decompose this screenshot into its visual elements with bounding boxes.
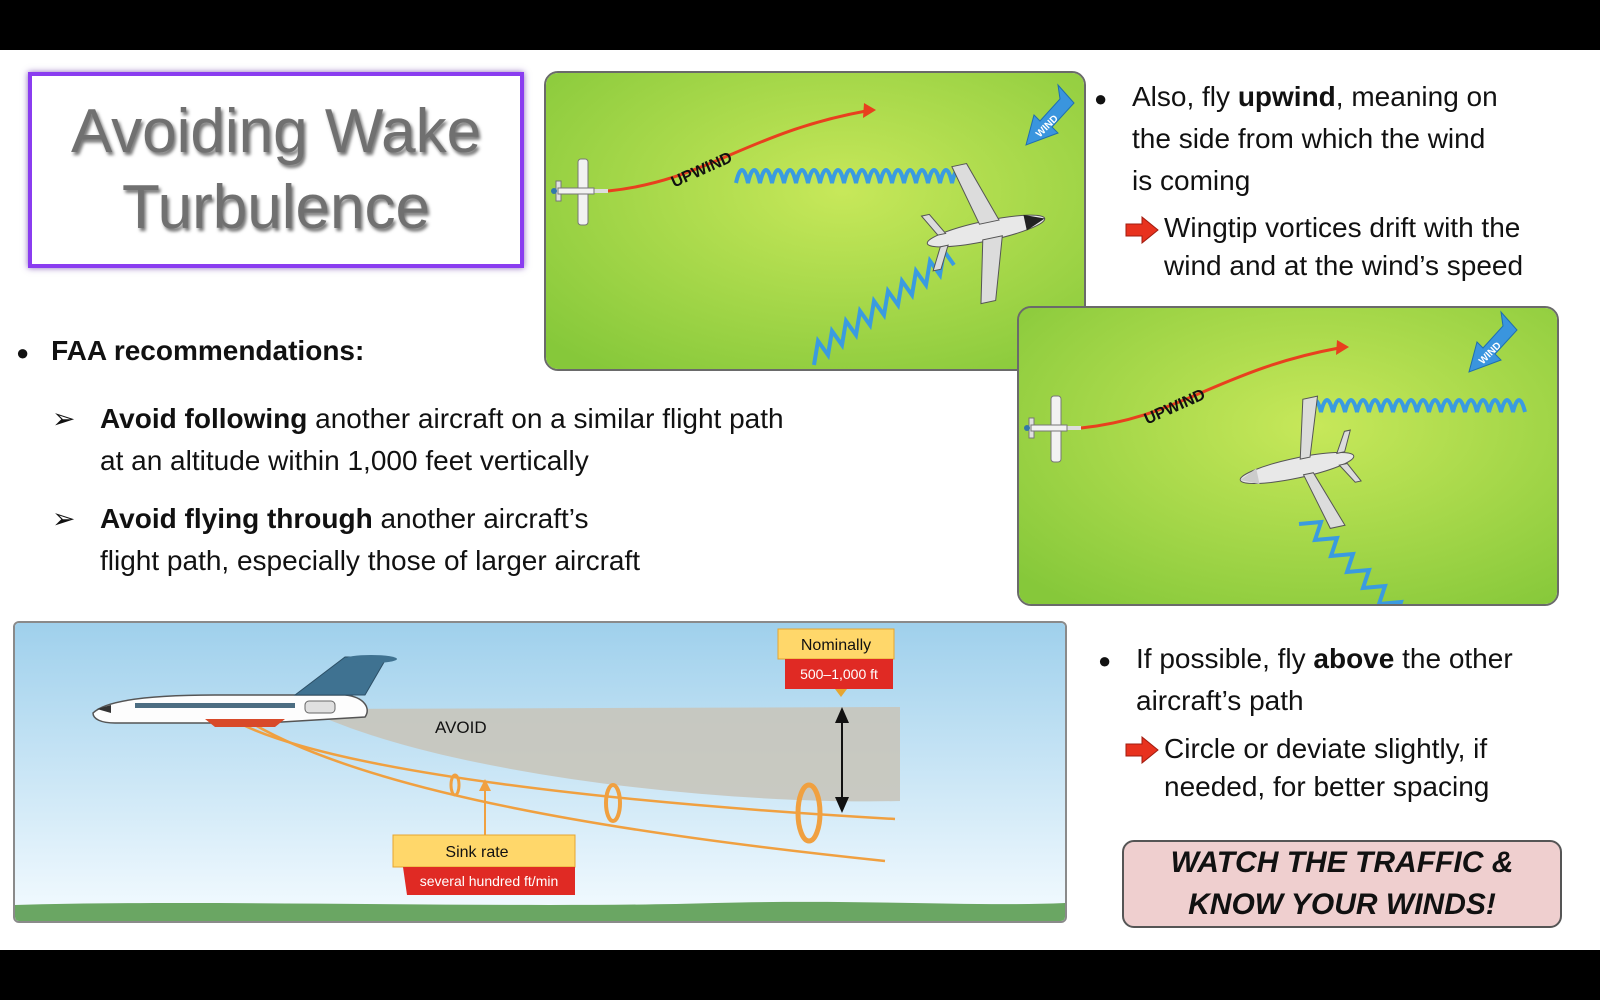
upwind-diagram-1-svg: UPWIND <box>546 73 1084 369</box>
airliner-icon <box>920 163 1046 305</box>
vortex-ring-medium <box>604 783 622 823</box>
faa-item-2: ➢ <box>52 498 75 540</box>
upwind-sub: Wingtip vortices drift with the wind and… <box>1164 209 1523 285</box>
sink-label: Sink rate <box>445 844 508 861</box>
above-pre: If possible, fly <box>1136 643 1314 674</box>
arrowhead-bullet-icon: ➢ <box>52 503 76 534</box>
avoid-label: AVOID <box>435 718 487 737</box>
upwind-text: Also, fly upwind, meaning on the side fr… <box>1132 76 1498 202</box>
nominally-value: 500–1,000 ft <box>800 666 878 682</box>
upwind-diagram-2: UPWIND WIND <box>1017 306 1559 606</box>
upwind-sub-line1: Wingtip vortices drift with the <box>1164 212 1521 243</box>
callout-line1: WATCH THE TRAFFIC & <box>1170 846 1514 879</box>
small-aircraft-icon <box>551 158 608 226</box>
vortex-ring-small <box>449 773 461 797</box>
upwind-line2: the side from which the wind <box>1132 123 1486 154</box>
lower-vortex <box>812 245 956 366</box>
above-text: If possible, fly above the other aircraf… <box>1136 638 1513 722</box>
sink-value: several hundred ft/min <box>420 873 559 889</box>
small-aircraft-icon <box>1024 395 1081 463</box>
red-arrow-icon <box>1125 736 1159 764</box>
red-arrow-icon <box>1125 216 1159 244</box>
lower-vortex <box>1298 519 1404 604</box>
upwind-post: , meaning on <box>1335 81 1498 112</box>
above-bold: above <box>1313 643 1395 674</box>
bullet-dot-icon: ● <box>16 340 30 365</box>
bullet-dot-icon: ● <box>1094 86 1108 111</box>
above-line2: aircraft’s path <box>1136 685 1304 716</box>
faa-item-2-text: Avoid flying through another aircraft’s … <box>100 498 640 582</box>
faa-item-2-bold: Avoid flying through <box>100 503 373 534</box>
nominally-label: Nominally <box>801 637 871 654</box>
arrow-up-icon <box>835 707 849 723</box>
above-post: the other <box>1394 643 1513 674</box>
upwind-diagram-2-svg: UPWIND WIND <box>1019 308 1557 604</box>
title-line-1: Avoiding Wake <box>70 97 482 166</box>
vortex-ring-large <box>795 782 823 844</box>
faa-heading: FAA recommendations: <box>51 335 365 366</box>
sink-callout: Sink rate several hundred ft/min <box>392 834 576 895</box>
callout-box: WATCH THE TRAFFIC & KNOW YOUR WINDS! <box>1122 840 1562 928</box>
upwind-diagram-1: UPWIND <box>544 71 1086 371</box>
callout-line2: KNOW YOUR WINDS! <box>1188 888 1496 921</box>
airliner-icon <box>1239 395 1362 529</box>
avoid-zone <box>305 707 900 802</box>
faa-item-1: ➢ <box>52 398 75 440</box>
above-sub-line2: needed, for better spacing <box>1164 771 1490 802</box>
path-arrowhead-icon <box>1336 340 1349 355</box>
faa-item-2-rest: another aircraft’s <box>372 503 589 534</box>
nominally-callout: Nominally 500–1,000 ft <box>777 628 895 697</box>
upwind-path <box>607 109 867 193</box>
upper-vortex <box>1307 398 1527 413</box>
upwind-pre: Also, fly <box>1132 81 1238 112</box>
faa-item-1-bold: Avoid following <box>100 403 308 434</box>
above-sub-line1: Circle or deviate slightly, if <box>1164 733 1488 764</box>
ground <box>15 901 1065 921</box>
path-arrowhead-icon <box>863 103 876 118</box>
arrowhead-bullet-icon: ➢ <box>52 403 76 434</box>
upper-vortex <box>734 168 966 184</box>
sink-rate-diagram: AVOID <box>13 621 1067 923</box>
upwind-path <box>1080 346 1340 430</box>
faa-heading-bullet: ● FAA recommendations: <box>16 330 364 374</box>
wake-line-lower <box>254 723 886 863</box>
faa-item-1-rest: another aircraft on a similar flight pat… <box>307 403 784 434</box>
arrow-down-icon <box>835 797 849 813</box>
upwind-bold: upwind <box>1237 81 1336 112</box>
bullet-dot-icon: ● <box>1098 648 1112 673</box>
above-bullet: ● <box>1098 638 1111 682</box>
upwind-line3: is coming <box>1132 165 1251 196</box>
title-box: Avoiding Wake Turbulence <box>28 72 524 268</box>
slide: Avoiding Wake Turbulence ● FAA recommend… <box>0 50 1600 950</box>
upwind-bullet: ● <box>1094 76 1107 120</box>
above-sub: Circle or deviate slightly, if needed, f… <box>1164 730 1489 806</box>
upwind-sub-line2: wind and at the wind’s speed <box>1164 250 1524 281</box>
faa-item-1-text: Avoid following another aircraft on a si… <box>100 398 784 482</box>
title-line-2: Turbulence <box>122 173 430 242</box>
jet-aircraft-icon <box>92 655 397 727</box>
faa-item-1-line2: at an altitude within 1,000 feet vertica… <box>100 445 589 476</box>
faa-item-2-line2: flight path, especially those of larger … <box>100 545 641 576</box>
sink-arrow-icon <box>479 779 491 791</box>
sink-rate-diagram-svg: AVOID <box>15 623 1065 921</box>
